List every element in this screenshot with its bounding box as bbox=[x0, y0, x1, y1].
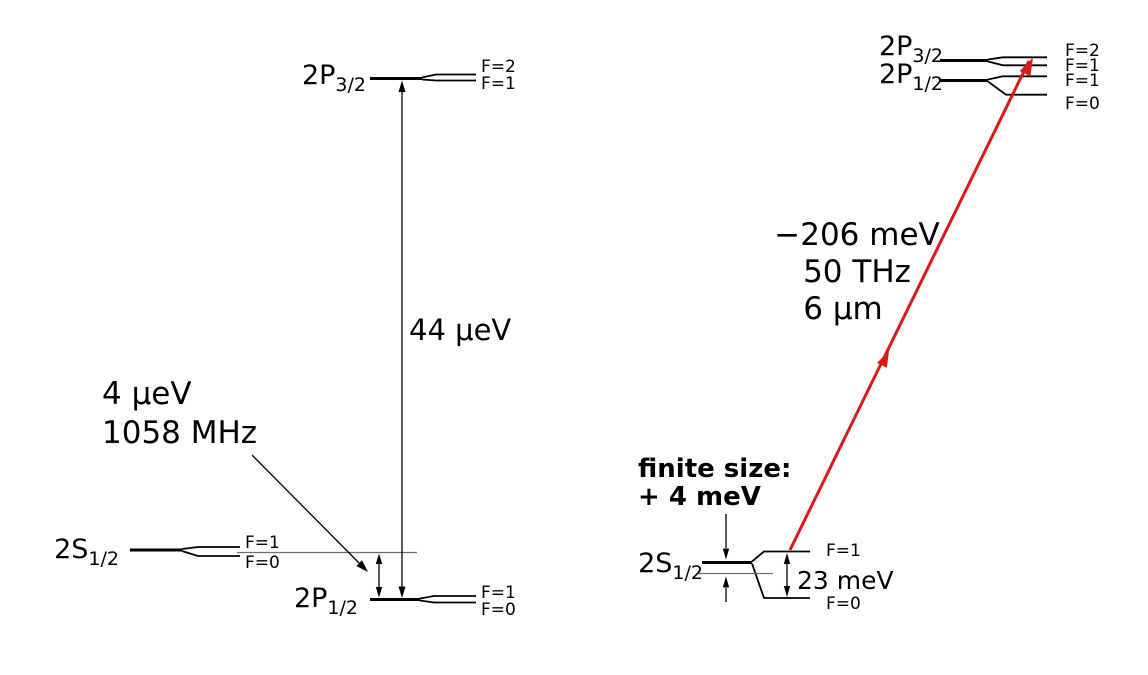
left-p32-label: 2P3/2 bbox=[302, 60, 366, 96]
transition-arrow-line bbox=[788, 60, 1031, 551]
left-p32-f2-label: F=2 bbox=[481, 57, 516, 77]
transition-arrowhead-icon bbox=[1019, 57, 1033, 77]
transition-label-line2: 50 THz bbox=[803, 254, 911, 290]
transition-label-line1: −206 meV bbox=[774, 217, 939, 253]
transition-mid-arrowhead-icon bbox=[876, 351, 889, 368]
left-s12-label: 2S1/2 bbox=[54, 534, 119, 570]
left-p32-f1-line bbox=[421, 78, 476, 82]
arrowhead-up-icon bbox=[398, 80, 406, 92]
right-p32-f1-line bbox=[987, 60, 1047, 67]
lamb-shift-arrow bbox=[375, 553, 383, 598]
right-p12-label: 2P1/2 bbox=[879, 59, 943, 95]
left-s12-f1-line bbox=[181, 546, 240, 550]
right-p12-f0-line bbox=[987, 80, 1047, 96]
right-s12-f0-label: F=0 bbox=[826, 594, 861, 614]
left-p32-f2-line bbox=[421, 73, 476, 79]
hyperfine-interval-label: 23 meV bbox=[797, 566, 894, 595]
arrowhead-down-icon bbox=[375, 587, 383, 598]
arrowhead-icon bbox=[356, 560, 368, 572]
left-p12-f0-label: F=0 bbox=[481, 600, 516, 620]
left-p12-label: 2P1/2 bbox=[294, 583, 358, 619]
left-p12-f1-line bbox=[419, 595, 476, 600]
fine-structure-interval-label: 44 μeV bbox=[409, 313, 511, 347]
right-p32-label: 2P3/2 bbox=[879, 31, 943, 67]
right-diagram: 2P3/2 2P1/2 F=2 F=1 F=1 F=0 2S1/2 F=1 F=… bbox=[638, 31, 1100, 614]
left-diagram: 2P3/2 F=2 F=1 2S1/2 F=1 F=0 2P1/2 F=1 F=… bbox=[54, 57, 516, 620]
left-p32-f1-label: F=1 bbox=[481, 74, 516, 94]
arrowhead-up-icon bbox=[783, 553, 791, 564]
right-p32-f1-label: F=1 bbox=[1065, 56, 1100, 76]
left-s12-f0-line bbox=[181, 550, 240, 557]
finite-size-arrows bbox=[722, 514, 730, 602]
transition-label-line3: 6 μm bbox=[803, 291, 883, 327]
fine-structure-arrow bbox=[398, 80, 406, 598]
right-s12-f1-label: F=1 bbox=[826, 541, 861, 561]
right-s12-f0-line bbox=[751, 563, 810, 599]
left-s12-f0-label: F=0 bbox=[245, 553, 280, 573]
arrowhead-up-icon bbox=[375, 553, 383, 564]
right-p32-f2-label: F=2 bbox=[1065, 41, 1100, 61]
left-s12-f1-label: F=1 bbox=[245, 533, 280, 553]
finite-size-label-line1: finite size: bbox=[638, 454, 791, 484]
right-p12-f1-label: F=1 bbox=[1065, 71, 1100, 91]
left-p12-f1-label: F=1 bbox=[481, 583, 516, 603]
lamb-shift-label-line1: 4 μeV bbox=[102, 376, 192, 412]
finite-size-label-line2: + 4 meV bbox=[638, 482, 761, 512]
right-p32-f2-line bbox=[987, 56, 1047, 61]
arrowhead-down-icon bbox=[783, 586, 791, 597]
right-s12-f1-line bbox=[751, 550, 810, 563]
right-p12-f0-label: F=0 bbox=[1065, 94, 1100, 114]
right-s12-label: 2S1/2 bbox=[638, 548, 703, 584]
right-p12-f1-line bbox=[987, 75, 1047, 81]
lamb-shift-pointer-arrow bbox=[251, 454, 368, 572]
left-p12-f0-line bbox=[419, 599, 476, 604]
arrowhead-down-icon bbox=[398, 586, 406, 598]
lamb-shift-label-line2: 1058 MHz bbox=[102, 415, 257, 451]
arrowhead-down-icon bbox=[722, 548, 730, 560]
arrowhead-up-icon bbox=[722, 576, 730, 588]
hyperfine-interval-arrow bbox=[783, 553, 791, 597]
